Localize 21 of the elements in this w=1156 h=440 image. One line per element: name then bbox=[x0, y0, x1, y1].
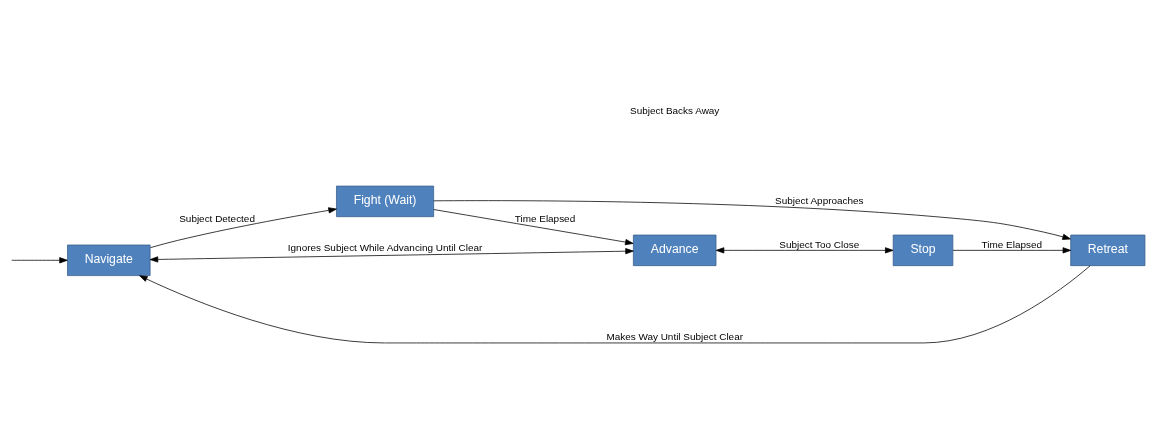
node-box: Advance bbox=[633, 234, 717, 266]
node-box: Retreat bbox=[1070, 234, 1146, 266]
arrow bbox=[952, 246, 1072, 253]
edge-label: Subject Approaches bbox=[775, 194, 864, 206]
arrow bbox=[433, 199, 1071, 240]
edge-label: Time Elapsed bbox=[514, 212, 576, 224]
node-box: Navigate bbox=[67, 244, 151, 276]
arrow bbox=[149, 247, 634, 262]
edge-label: Time Elapsed bbox=[981, 238, 1042, 250]
edge-label: Makes Way Until Subject Clear bbox=[606, 330, 743, 342]
edge-label: Subject Detected bbox=[179, 212, 255, 224]
edge-label: Ignores Subject While Advancing Until Clear bbox=[287, 241, 483, 253]
arrow bbox=[150, 206, 337, 248]
label: Subject Backs Away bbox=[630, 104, 720, 116]
arrow bbox=[139, 264, 1091, 343]
node-box: Stop bbox=[892, 234, 954, 266]
edge-label: Subject Too Close bbox=[779, 238, 860, 250]
arrow bbox=[11, 256, 68, 263]
node-box: Fight (Wait) bbox=[336, 185, 435, 217]
arrow bbox=[715, 246, 894, 253]
arrow bbox=[433, 208, 634, 245]
